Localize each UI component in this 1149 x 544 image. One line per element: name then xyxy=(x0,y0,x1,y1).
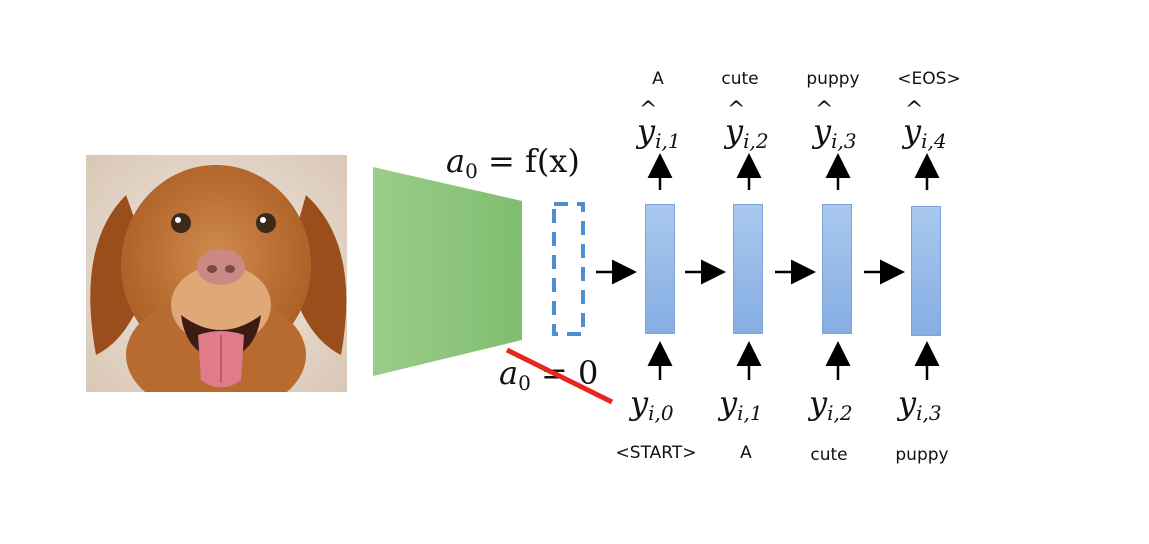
input-word-2: A xyxy=(740,443,752,463)
rnn-cell-3 xyxy=(822,204,852,334)
input-label-4: yi,3 xyxy=(898,384,942,425)
output-label-4: ^yi,4 xyxy=(903,98,947,153)
output-word-2: cute xyxy=(721,69,759,89)
initial-state-dashed-box xyxy=(552,202,585,336)
encoder-network xyxy=(373,167,522,376)
input-word-1: <START> xyxy=(615,443,697,463)
rnn-cell-1 xyxy=(645,204,675,334)
input-label-3: yi,2 xyxy=(809,384,853,425)
output-label-3: ^yi,3 xyxy=(813,98,857,153)
equation-zero-state: a0 = 0 xyxy=(499,354,599,395)
input-label-1: yi,0 xyxy=(630,384,674,425)
equation-initial-state: a0 = f(x) xyxy=(446,142,580,183)
output-word-3: puppy xyxy=(806,69,860,89)
output-word-1: A xyxy=(652,69,664,89)
input-label-2: yi,1 xyxy=(719,384,763,425)
rnn-cell-2 xyxy=(733,204,763,334)
rnn-cell-4 xyxy=(911,206,941,336)
input-word-4: puppy xyxy=(895,445,949,465)
input-word-3: cute xyxy=(810,445,848,465)
output-word-4: <EOS> xyxy=(897,69,961,89)
output-label-1: ^yi,1 xyxy=(637,98,681,153)
dog-image xyxy=(86,155,347,392)
output-label-2: ^yi,2 xyxy=(725,98,769,153)
